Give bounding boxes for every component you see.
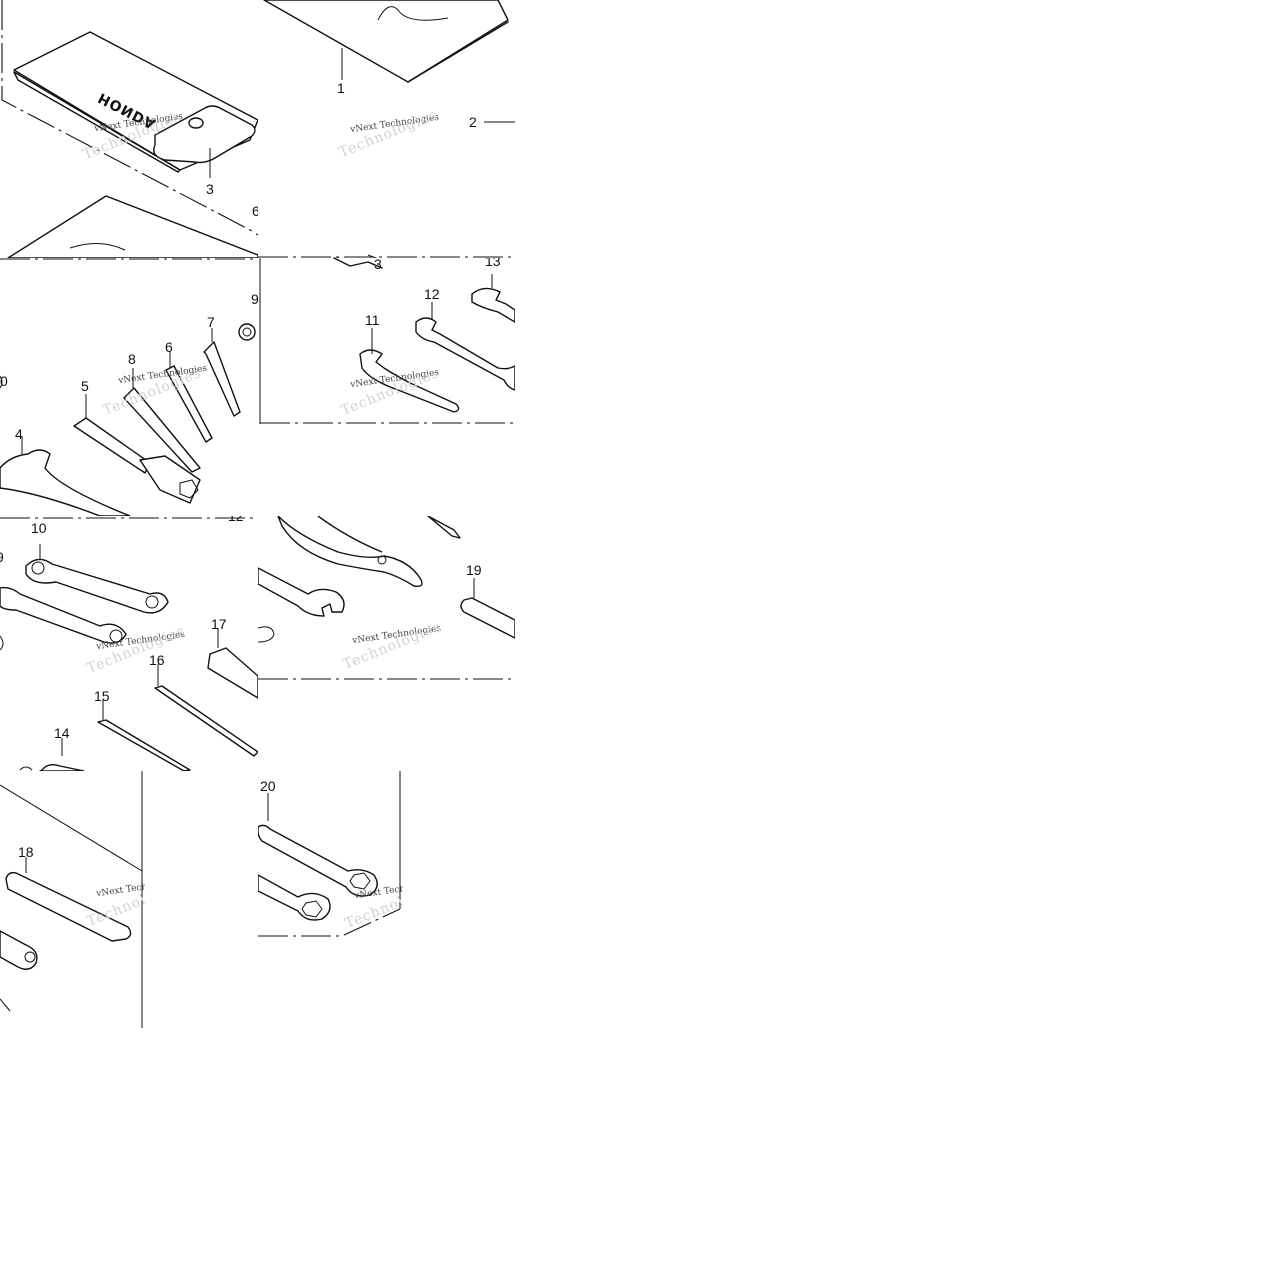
callout-12-edge: 12 xyxy=(228,516,244,524)
tile-owners-manual: 1 2 vNext Technologies Technologies xyxy=(258,0,515,258)
tile-box-wrenches: 10 9 12 17 16 15 14 vNext Technologies T… xyxy=(0,516,258,771)
tile-pliers: 19 vNext Technologies Technologies xyxy=(258,516,515,682)
callout-6-edge: 6 xyxy=(252,203,258,219)
callout-9-edge: 9 xyxy=(251,291,258,307)
callout-15: 15 xyxy=(94,688,110,704)
callout-14: 14 xyxy=(54,725,70,741)
callout-11: 11 xyxy=(365,312,380,328)
callout-5: 5 xyxy=(81,378,89,394)
callout-9: 9 xyxy=(0,550,4,564)
callout-2: 2 xyxy=(469,114,477,130)
callout-3-edge: 3 xyxy=(374,258,382,272)
callout-3: 3 xyxy=(206,181,214,197)
callout-12: 12 xyxy=(424,286,440,302)
tool-bag-illustration: HONDA xyxy=(1,0,258,258)
tile-hex-keys: 9 7 6 8 5 4 0 vNext Technologies Technol… xyxy=(0,258,258,516)
callout-6: 6 xyxy=(165,339,173,355)
tile-extension-bar: 18 vNext Technologies Technologies xyxy=(0,771,145,1028)
callout-0-edge: 0 xyxy=(0,373,8,389)
callout-7: 7 xyxy=(207,314,215,330)
tile-tool-bag: HONDA 3 6 vNext Technologies Technologie… xyxy=(0,0,258,258)
open-wrenches-illustration xyxy=(259,258,515,424)
callout-4: 4 xyxy=(15,426,23,442)
hex-wrench-illustration xyxy=(258,771,401,937)
callout-8: 8 xyxy=(128,351,136,367)
tile-hex-wrench: 20 vNext Technologies Technologies xyxy=(258,771,403,938)
callout-20: 20 xyxy=(260,778,276,794)
hex-keys-illustration xyxy=(0,258,258,516)
callout-10: 10 xyxy=(31,520,47,536)
extension-bar-illustration xyxy=(0,771,143,1028)
callout-13: 13 xyxy=(485,258,501,269)
callout-18: 18 xyxy=(18,844,34,860)
callout-17: 17 xyxy=(211,616,227,632)
callout-16: 16 xyxy=(149,652,165,668)
owners-manual-illustration xyxy=(258,0,515,258)
callout-19: 19 xyxy=(466,562,482,578)
callout-1: 1 xyxy=(337,80,345,96)
tile-open-wrenches: 3 13 12 11 vNext Technologies Technologi… xyxy=(258,258,515,516)
pliers-illustration xyxy=(258,516,515,680)
box-wrenches-illustration xyxy=(0,517,258,771)
